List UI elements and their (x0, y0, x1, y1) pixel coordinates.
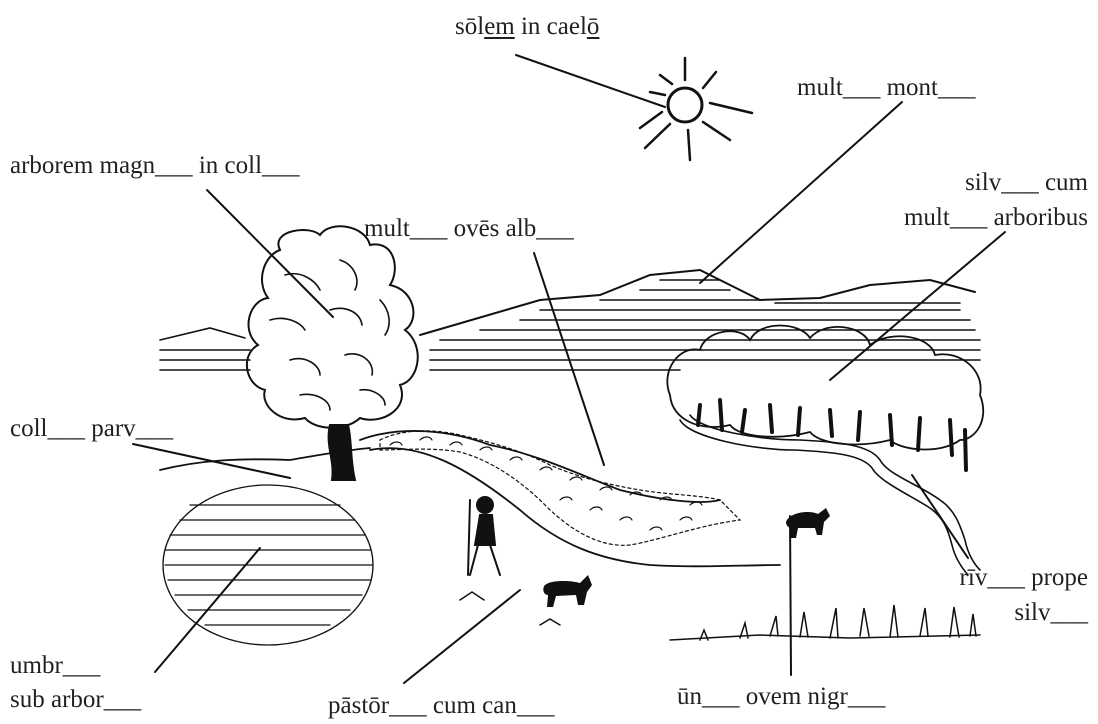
flock-of-sheep (380, 431, 740, 545)
large-tree (247, 226, 418, 480)
label-many-white-sheep: mult___ ovēs alb___ (364, 216, 574, 241)
label-sun-part-1: sōl (455, 13, 484, 40)
label-sun-part-4: ō (587, 13, 600, 40)
mountains (160, 270, 980, 370)
label-sun-in-sky: sōlem in caelō (455, 14, 599, 39)
label-river-line-2: silv___ (1014, 600, 1088, 625)
label-small-hill: coll___ parv___ (10, 416, 173, 441)
label-forest-line-2: mult___ arboribus (904, 205, 1088, 230)
label-forest-line-1: silv___ cum (965, 170, 1088, 195)
label-river-line-1: rīv___ prope (960, 565, 1088, 590)
label-shepherd-with-dog: pāstōr___ cum can___ (328, 693, 554, 718)
forest (667, 326, 983, 471)
grass (460, 592, 980, 640)
dog-figure (543, 575, 592, 607)
sun-icon (640, 58, 752, 160)
tree-shadow (163, 485, 373, 645)
label-large-tree-on-hill: arborem magn___ in coll___ (10, 153, 300, 178)
label-many-mountains: mult___ mont___ (797, 75, 975, 100)
label-sun-part-2: em (484, 13, 515, 40)
shepherd-figure (468, 497, 500, 575)
label-sun-part-3: in cael (515, 13, 587, 40)
label-one-black-sheep: ūn___ ovem nigr___ (677, 684, 885, 709)
label-shadow-line-1: umbr___ (10, 653, 100, 678)
river (680, 415, 980, 575)
hills (160, 431, 780, 566)
label-shadow-line-2: sub arbor___ (10, 687, 141, 712)
black-sheep-figure (786, 508, 830, 538)
